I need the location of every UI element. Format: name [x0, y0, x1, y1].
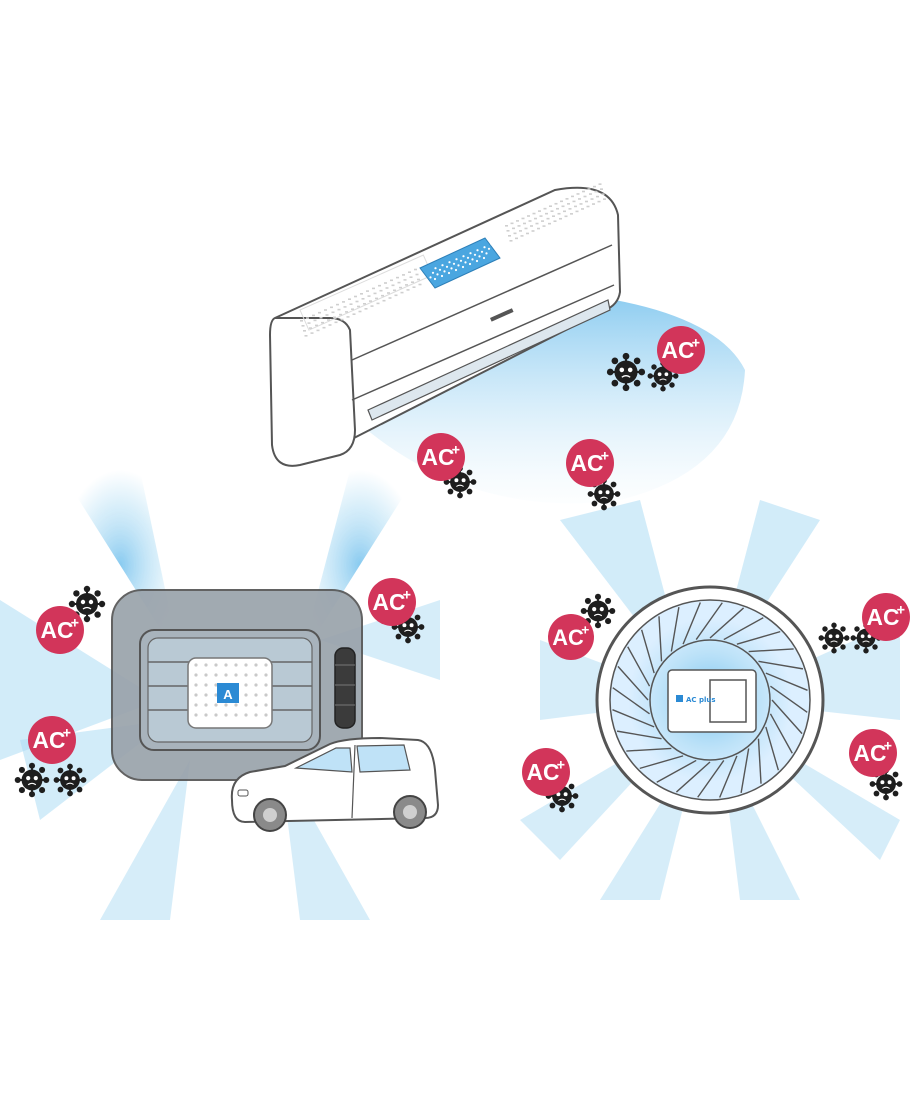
germ-icon	[606, 352, 646, 392]
fan-card-brand: AC plus	[686, 696, 716, 704]
badge-main-text: AC	[33, 727, 66, 753]
ac-plus-badge-icon: AC+	[28, 716, 76, 764]
ac-plus-badge-icon: AC+	[417, 433, 465, 481]
badge-sup-text: +	[63, 726, 71, 742]
badge-sup-text: +	[897, 603, 905, 619]
fan-group: AC plus	[520, 500, 900, 900]
ac-plus-badge-icon: AC+	[548, 614, 594, 660]
ac-filter-panel	[419, 237, 501, 289]
germ-icon	[53, 763, 87, 797]
badge-main-text: AC	[41, 617, 74, 643]
badges-layer: AC+AC+AC+AC+AC+AC+AC+AC+AC+AC+	[28, 326, 910, 796]
badge-main-text: AC	[662, 337, 695, 363]
badge-sup-text: +	[71, 616, 79, 632]
badge-sup-text: +	[601, 449, 609, 465]
ac-plus-badge-icon: AC+	[522, 748, 570, 796]
ac-plus-badge-icon: AC+	[657, 326, 705, 374]
badge-sup-text: +	[452, 443, 460, 459]
badge-main-text: AC	[373, 589, 406, 615]
badge-sup-text: +	[403, 588, 411, 604]
ac-plus-badge-icon: AC+	[36, 606, 84, 654]
ac-plus-badge-icon: AC+	[862, 593, 910, 641]
vent-filter-clip: A	[187, 657, 273, 729]
car-vent-icon: A	[111, 589, 363, 781]
air-conditioner-icon	[268, 183, 622, 467]
ac-plus-badge-icon: AC+	[849, 729, 897, 777]
ac-grille	[300, 183, 606, 337]
badge-main-text: AC	[571, 450, 604, 476]
germ-icon	[14, 762, 50, 798]
badge-main-text: AC	[867, 604, 900, 630]
badge-sup-text: +	[692, 336, 700, 352]
badge-main-text: AC	[552, 625, 584, 650]
badge-sup-text: +	[557, 758, 565, 774]
ac-plus-badge-icon: AC+	[368, 578, 416, 626]
ac-plus-badge-icon: AC+	[566, 439, 614, 487]
svg-text:A: A	[223, 687, 233, 702]
badge-sup-text: +	[884, 739, 892, 755]
badge-sup-text: +	[581, 623, 589, 638]
germ-icon	[818, 622, 850, 654]
badge-main-text: AC	[527, 759, 560, 785]
fan-filter-card: AC plus	[667, 669, 757, 733]
fan-icon: AC plus	[595, 585, 825, 815]
car-icon	[230, 736, 440, 832]
car-vent-group: A	[0, 470, 440, 920]
badge-main-text: AC	[422, 444, 455, 470]
badge-main-text: AC	[854, 740, 887, 766]
